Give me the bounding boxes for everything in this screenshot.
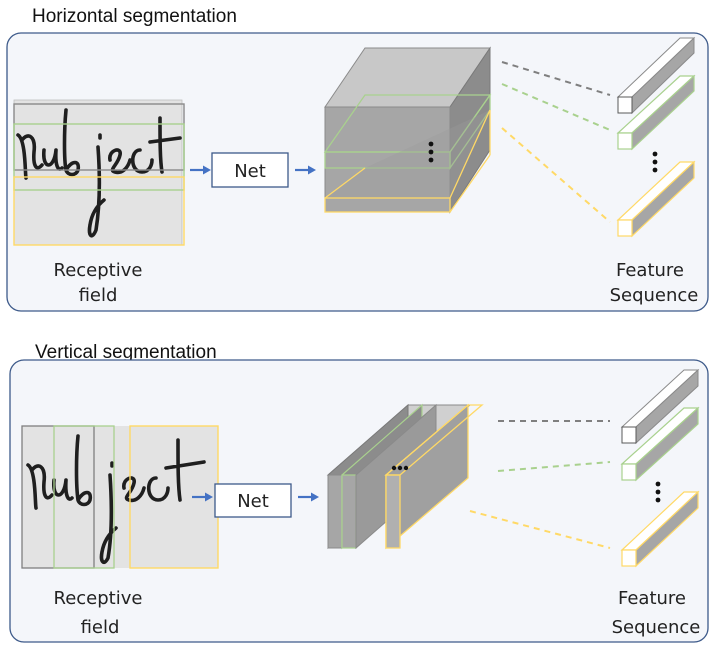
feature-sequence-caption-line2-vertical: Sequence: [612, 617, 701, 638]
vertical-segmentation-title: Vertical segmentation: [35, 342, 217, 363]
receptive-field-caption-line2-horizontal: field: [79, 285, 118, 306]
handwriting-image-vertical: [21, 425, 219, 569]
net-box-horizontal: [211, 152, 289, 188]
arrow-from-net-vertical: [298, 492, 319, 502]
net-label-horizontal: Net: [234, 161, 266, 182]
yellow-connector-vertical: [469, 510, 611, 549]
net-label-vertical: Net: [237, 491, 269, 512]
net-box-vertical: [214, 483, 292, 518]
feature-sequence-caption-line1-vertical: Feature: [618, 588, 686, 609]
horizontal-segmentation-title: Horizontal segmentation: [32, 6, 237, 27]
green-connector-horizontal: [501, 83, 611, 131]
green-connector-vertical: [497, 461, 611, 472]
feature-vector-gray-vertical: [620, 368, 700, 445]
feature-vector-gray-horizontal: [616, 36, 696, 115]
arrow-to-net-vertical: [192, 492, 213, 502]
feature-vector-yellow-horizontal: [616, 160, 696, 238]
receptive-field-caption-line2-vertical: field: [81, 617, 120, 638]
feature-sequence-ellipsis-horizontal: [652, 151, 658, 173]
gray-connector-horizontal: [501, 61, 611, 96]
feature-map-horizontal: [323, 46, 492, 214]
feature-vector-green-horizontal: [616, 74, 696, 151]
receptive-field-caption-line1-horizontal: Receptive: [54, 260, 143, 281]
feature-sequence-ellipsis-vertical: [655, 481, 661, 503]
feature-map-vertical: [326, 403, 484, 550]
feature-sequence-caption-line2-horizontal: Sequence: [610, 285, 699, 306]
feature-vector-green-vertical: [620, 406, 700, 482]
handwriting-image-horizontal: [13, 99, 185, 246]
feature-vector-yellow-vertical: [620, 490, 700, 568]
receptive-field-caption-line1-vertical: Receptive: [54, 588, 143, 609]
arrow-to-net-horizontal: [190, 165, 211, 175]
feature-sequence-caption-line1-horizontal: Feature: [616, 260, 684, 281]
yellow-connector-horizontal: [501, 127, 611, 223]
arrow-from-net-horizontal: [295, 165, 316, 175]
